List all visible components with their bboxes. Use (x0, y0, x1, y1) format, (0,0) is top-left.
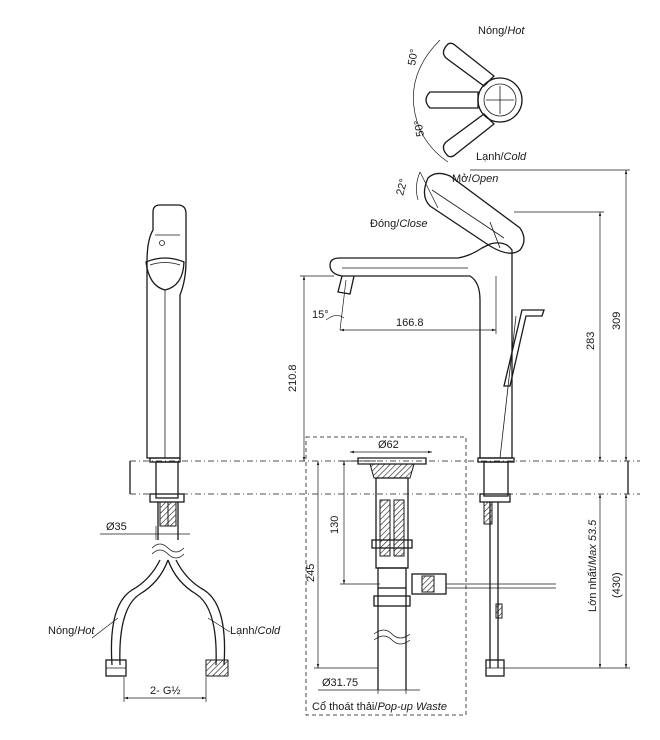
dim-reach: 15° 166.8 (312, 276, 497, 334)
svg-text:Nóng/Hot: Nóng/Hot (48, 625, 95, 637)
spout-angle-label: 15° (312, 309, 329, 321)
spout-height-label: 210.8 (287, 364, 299, 392)
lever-angle-label: 22° (394, 178, 410, 197)
reach-label: 166.8 (396, 317, 424, 329)
dim-shank-diameter: Ø35 (100, 521, 190, 540)
hose-cold-label: Lạnh/ (230, 625, 258, 637)
handle-cold-label-en: Cold (504, 151, 528, 163)
svg-text:Đóng/Close: Đóng/Close (370, 218, 427, 230)
svg-text:Lớn nhất/Max 53.5: Lớn nhất/Max 53.5 (587, 519, 599, 612)
waste-diameter-label: Ø31.75 (322, 677, 358, 689)
hose-cold-label-en: Cold (258, 625, 282, 637)
height-283-label: 283 (585, 332, 597, 350)
depth-130-label: 130 (329, 516, 341, 534)
lever-open-label-en: Open (471, 173, 498, 185)
angle-bottom-label: 50° (412, 119, 427, 137)
lever-open-label: Mở/ (452, 173, 472, 185)
front-view-faucet (145, 204, 187, 559)
countertop-lines (129, 460, 640, 495)
svg-text:Lạnh/Cold: Lạnh/Cold (476, 151, 527, 163)
angle-top-label: 50° (406, 48, 421, 66)
hose-length-label: (430) (611, 572, 623, 598)
lever-close-label: Đóng/ (370, 218, 400, 230)
handle-hot-label: Nóng/ (478, 25, 508, 37)
hose-hot-label-en: Hot (77, 625, 95, 637)
svg-text:Nóng/Hot: Nóng/Hot (478, 25, 525, 37)
dim-spout-height: 210.8 (287, 275, 334, 461)
shank-diameter-label: Ø35 (106, 521, 127, 533)
total-height-label: 309 (611, 312, 623, 330)
lever-close-label-en: Close (399, 218, 427, 230)
flexible-hoses (105, 559, 229, 677)
handle-hot-label-en: Hot (507, 25, 525, 37)
lever-labels: Mở/Open Đóng/Close 22° (370, 171, 498, 230)
max-label-en: Max 53.5 (587, 519, 599, 565)
hose-labels: Nóng/Hot Lạnh/Cold 2- G½ (48, 617, 281, 702)
handle-rotation-view: 50° 50° Nóng/Hot Lạnh/Cold (406, 25, 527, 163)
svg-text:Mở/Open: Mở/Open (452, 173, 498, 185)
max-label: Lớn nhất/ (587, 564, 599, 612)
popup-waste: Ø62 130 245 Ø31.75 Cổ (305, 436, 556, 716)
hose-hot-label: Nóng/ (48, 625, 78, 637)
side-view-faucet (329, 172, 545, 677)
waste-label-en: Pop-up Waste (377, 701, 447, 713)
drain-diameter-label: Ø62 (378, 439, 399, 451)
dim-heights: 309 283 (470, 169, 630, 461)
svg-text:Lạnh/Cold: Lạnh/Cold (230, 625, 281, 637)
depth-245-label: 245 (305, 564, 317, 582)
dim-max-hose: Lớn nhất/Max 53.5 (430) (504, 494, 630, 669)
handle-cold-label: Lạnh/ (476, 151, 504, 163)
waste-label: Cổ thoát thải/ (312, 701, 378, 713)
thread-label: 2- G½ (150, 685, 181, 697)
svg-text:Cổ thoát thải/Pop-up Waste: Cổ thoát thải/Pop-up Waste (312, 701, 447, 713)
